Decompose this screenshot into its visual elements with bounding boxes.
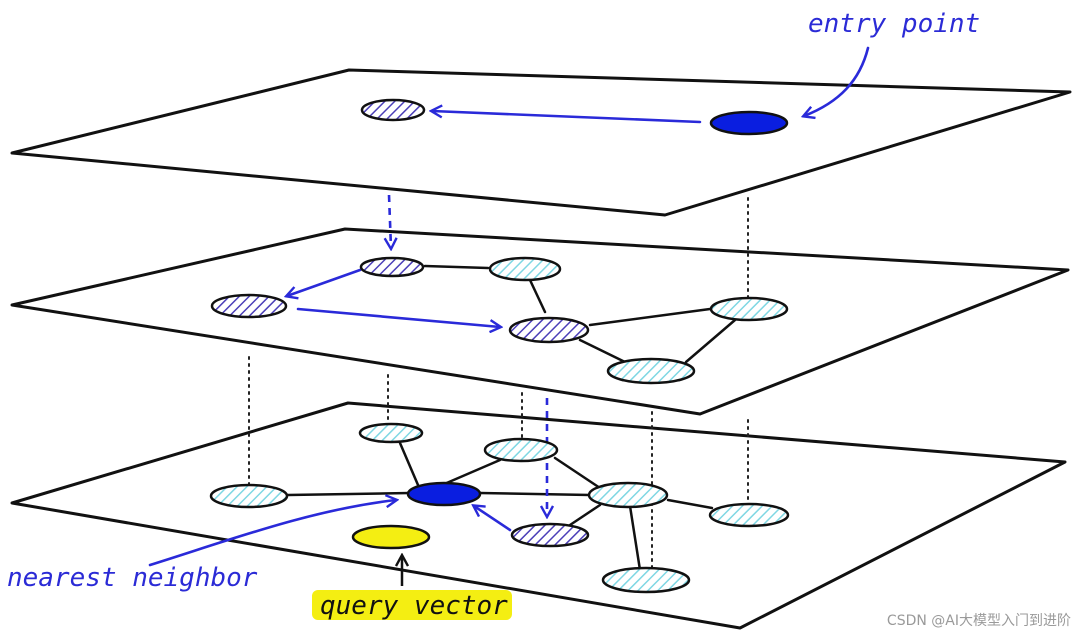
layer-1-edges — [423, 264, 737, 364]
node-mid-1 — [359, 256, 425, 278]
middle-arrow-left — [287, 268, 362, 296]
layer-0-edges — [286, 441, 714, 572]
inter-layer-links-lower — [248, 356, 749, 576]
query-vector-label: query vector — [320, 591, 508, 621]
layer-0 — [10, 401, 1067, 630]
layer-2 — [10, 68, 1072, 217]
node-mid-3 — [210, 293, 288, 319]
node-bot-6 — [510, 522, 590, 548]
nearest-neighbor-label: nearest neighbor — [7, 563, 258, 593]
nearest-neighbor-pointer — [148, 500, 396, 567]
entry-point-label: entry point — [808, 9, 980, 39]
node-bot-7 — [601, 566, 691, 594]
node-bot-1 — [358, 422, 424, 444]
node-query-vector — [351, 524, 431, 550]
node-mid-4 — [508, 316, 590, 344]
query-vector-highlight — [312, 590, 512, 620]
node-bot-5 — [708, 502, 790, 528]
node-mid-2 — [488, 256, 562, 282]
annotations: entry point nearest neighbor query vecto… — [7, 9, 1071, 629]
node-entry-point — [709, 110, 789, 136]
top-layer-arrow — [432, 111, 702, 124]
descend-arrow-1 — [389, 194, 391, 248]
layer-0-plane — [10, 401, 1067, 630]
node-mid-5 — [709, 296, 789, 322]
node-mid-6 — [606, 357, 696, 385]
entry-point-pointer — [804, 46, 870, 116]
node-nearest-neighbor — [406, 481, 482, 507]
middle-arrow-right — [296, 307, 500, 327]
watermark: CSDN @AI大模型入门到进阶 — [887, 613, 1071, 629]
node-top-hatched — [360, 98, 426, 122]
node-bot-2 — [483, 437, 559, 463]
layer-2-plane — [10, 68, 1072, 217]
node-bot-4 — [587, 481, 669, 509]
node-bot-3 — [209, 483, 289, 509]
bottom-arrow-to-nearest — [474, 506, 512, 532]
nodes — [209, 98, 790, 594]
